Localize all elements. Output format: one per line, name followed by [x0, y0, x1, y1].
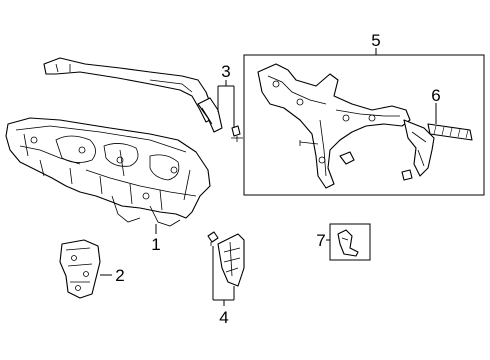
upper-trim-part: [43, 57, 223, 133]
callout-2: 2: [115, 266, 124, 285]
reinforcement-box: [243, 54, 485, 196]
instrument-panel-part: [5, 117, 211, 227]
callout-6: 6: [431, 86, 440, 105]
clip-box: [329, 223, 371, 261]
callout-7: 7: [316, 231, 325, 250]
clip-bracket-part: [337, 229, 359, 257]
callout-1: 1: [151, 235, 160, 254]
bracket-bar-part: [427, 123, 473, 141]
callout-5: 5: [371, 31, 380, 50]
callout-4: 4: [219, 308, 228, 327]
clip-part-3: [231, 125, 243, 142]
end-cover-part: [217, 233, 245, 287]
reinforcement-beam-part: [257, 63, 435, 189]
clip-part-4: [207, 231, 219, 246]
bracket-part: [59, 239, 101, 299]
leader-lines: [100, 48, 437, 306]
callout-3: 3: [221, 62, 230, 81]
